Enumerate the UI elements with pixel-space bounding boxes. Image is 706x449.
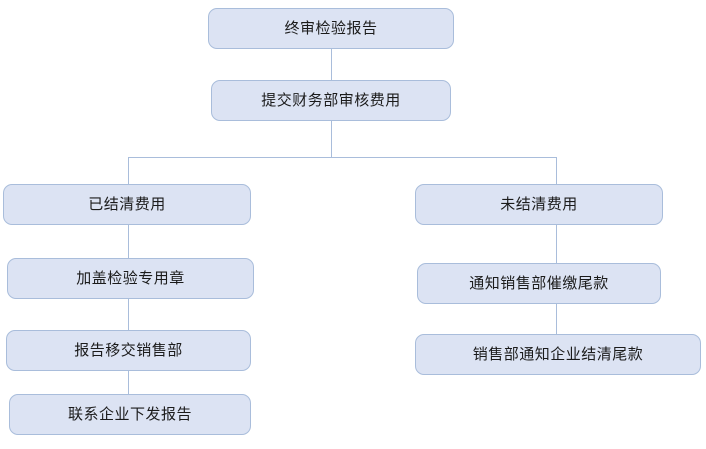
node-submit-finance-review-fee[interactable]: 提交财务部审核费用 bbox=[211, 80, 451, 121]
node-report-handover-sales[interactable]: 报告移交销售部 bbox=[6, 330, 251, 371]
connector-n5-n6 bbox=[128, 370, 129, 394]
connector-n1-n2 bbox=[331, 48, 332, 80]
node-label: 销售部通知企业结清尾款 bbox=[472, 346, 644, 363]
connector-split-left-drop bbox=[128, 157, 129, 184]
node-notify-sales-collect-balance[interactable]: 通知销售部催缴尾款 bbox=[417, 263, 661, 304]
node-fee-settled[interactable]: 已结清费用 bbox=[3, 184, 251, 225]
node-label: 联系企业下发报告 bbox=[67, 406, 192, 423]
node-label: 通知销售部催缴尾款 bbox=[469, 275, 609, 292]
node-stamp-inspection-seal[interactable]: 加盖检验专用章 bbox=[7, 258, 254, 299]
node-fee-unsettled[interactable]: 未结清费用 bbox=[415, 184, 663, 225]
node-final-inspection-report[interactable]: 终审检验报告 bbox=[208, 8, 454, 49]
connector-n3-n4 bbox=[128, 224, 129, 258]
node-label: 报告移交销售部 bbox=[74, 342, 183, 359]
connector-n8-n9 bbox=[556, 303, 557, 334]
node-label: 提交财务部审核费用 bbox=[261, 92, 401, 109]
node-label: 终审检验报告 bbox=[284, 20, 378, 37]
node-contact-enterprise-issue-report[interactable]: 联系企业下发报告 bbox=[9, 394, 251, 435]
connector-n4-n5 bbox=[128, 298, 129, 330]
connector-n7-n8 bbox=[556, 224, 557, 263]
connector-split-right-drop bbox=[556, 157, 557, 184]
node-label: 未结清费用 bbox=[500, 196, 578, 213]
connector-n2-split-stem bbox=[331, 120, 332, 157]
node-label: 已结清费用 bbox=[88, 196, 166, 213]
node-label: 加盖检验专用章 bbox=[76, 270, 185, 287]
node-sales-notify-enterprise-settle-balance[interactable]: 销售部通知企业结清尾款 bbox=[415, 334, 701, 375]
connector-split-bar bbox=[128, 157, 557, 158]
